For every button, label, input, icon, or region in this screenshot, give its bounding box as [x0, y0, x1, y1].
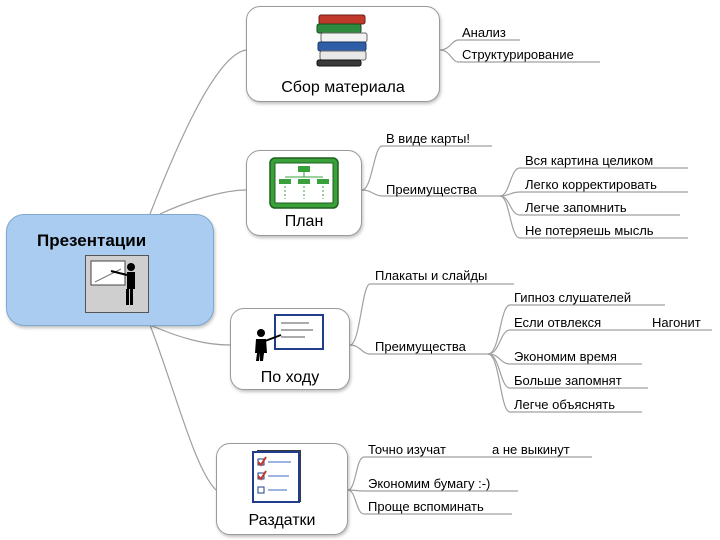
- leaf-tochno-izuchat[interactable]: Точно изучат: [368, 442, 446, 457]
- leaf-vsya-kartina[interactable]: Вся картина целиком: [525, 153, 654, 168]
- leaf-plakaty-i-slaidy[interactable]: Плакаты и слайды: [375, 268, 488, 283]
- leaf-legko-korrektirovat[interactable]: Легко корректировать: [525, 177, 657, 192]
- leaf-esli-otvleksya[interactable]: Если отвлекся: [514, 315, 602, 330]
- leaf-gipnoz-slushatelei[interactable]: Гипноз слушателей: [514, 290, 632, 305]
- books-icon: [316, 14, 368, 67]
- leaf-proshche-vspominat[interactable]: Проще вспоминать: [368, 499, 484, 514]
- leaf-bolshe-zapomnyat[interactable]: Больше запомнят: [514, 373, 622, 388]
- central-label: Презентации: [37, 231, 147, 250]
- presenter-board-icon: [255, 314, 324, 361]
- leaf-legche-obyasnyat[interactable]: Легче объяснять: [514, 397, 615, 412]
- branch-node-sbor-materiala[interactable]: Сбор материала: [246, 6, 440, 102]
- leaf-ne-poteryaesh-mysl[interactable]: Не потеряешь мысль: [525, 223, 654, 238]
- leaf-a-ne-vykinut[interactable]: а не выкинут: [492, 442, 570, 457]
- leaf-preimushchestva-po-hodu[interactable]: Преимущества: [375, 339, 466, 354]
- branch-label-razdatki: Раздатки: [248, 512, 316, 529]
- leaf-ekonomim-bumagu[interactable]: Экономим бумагу :-): [368, 476, 491, 491]
- branch-node-plan[interactable]: План: [246, 150, 362, 236]
- leaf-v-vide-karty[interactable]: В виде карты!: [386, 131, 470, 146]
- branch-node-razdatki[interactable]: Раздатки: [216, 443, 348, 535]
- org-chart-icon: [269, 157, 339, 209]
- branch-label-sbor-materiala: Сбор материала: [281, 79, 405, 96]
- leaf-strukturirovanie[interactable]: Структурирование: [462, 47, 574, 62]
- central-node[interactable]: Презентации: [6, 214, 214, 326]
- leaf-nagonit[interactable]: Нагонит: [652, 315, 701, 330]
- leaf-legche-zapomnit[interactable]: Легче запомнить: [525, 200, 627, 215]
- presenter-icon: [85, 255, 149, 313]
- branch-label-plan: План: [284, 213, 324, 230]
- leaf-ekonomim-vremya[interactable]: Экономим время: [514, 349, 617, 364]
- checklist-icon: [252, 450, 301, 503]
- leaf-preimushchestva-plan[interactable]: Преимущества: [386, 182, 477, 197]
- leaf-analiz[interactable]: Анализ: [462, 25, 506, 40]
- branch-node-po-hodu[interactable]: По ходу: [230, 308, 350, 390]
- branch-label-po-hodu: По ходу: [260, 369, 320, 386]
